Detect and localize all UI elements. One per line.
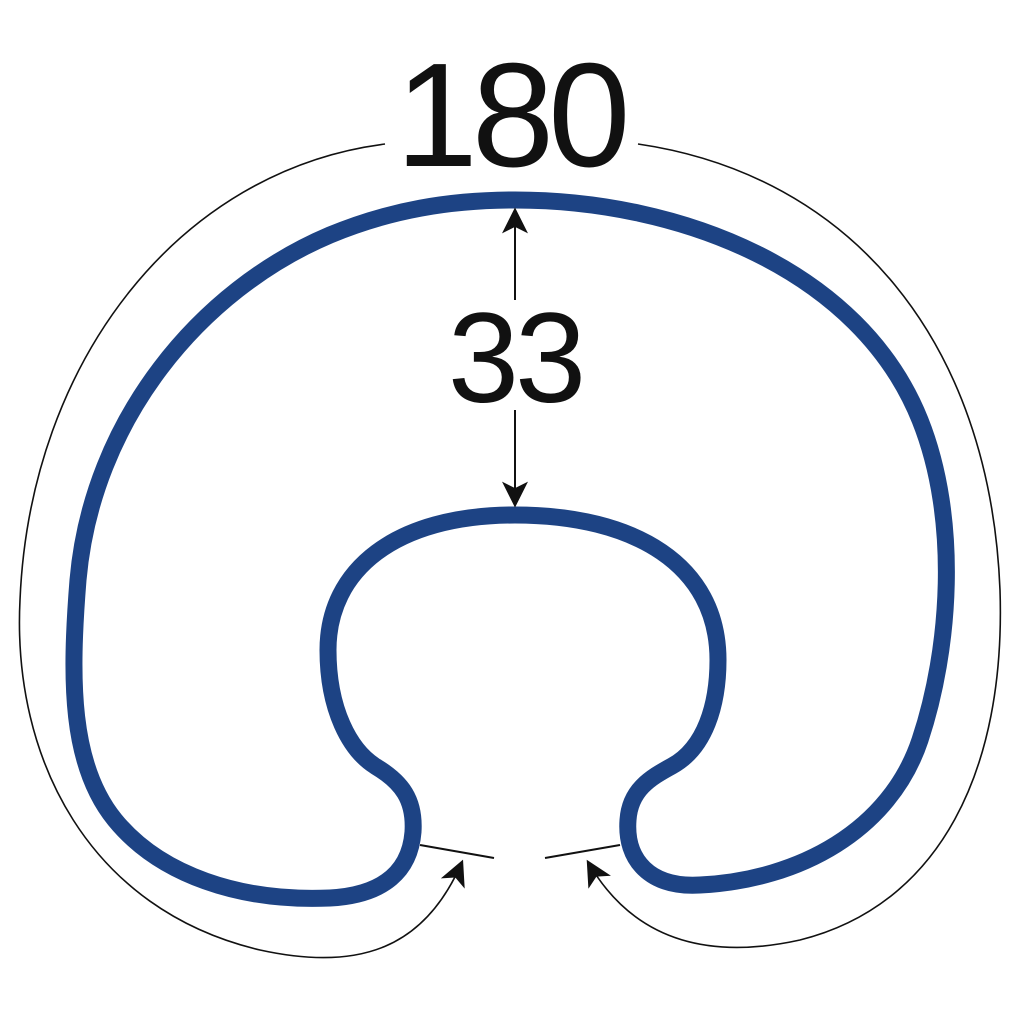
pillow-outline — [65, 191, 955, 907]
outer-dimension-label: 180 — [396, 33, 626, 198]
depth-dimension-label: 33 — [448, 287, 582, 430]
opening-tick-left — [419, 844, 495, 859]
outer-dimension-line-right — [586, 143, 1002, 949]
outer-dimension-line-left — [18, 143, 465, 959]
opening-tick-right — [544, 844, 621, 859]
